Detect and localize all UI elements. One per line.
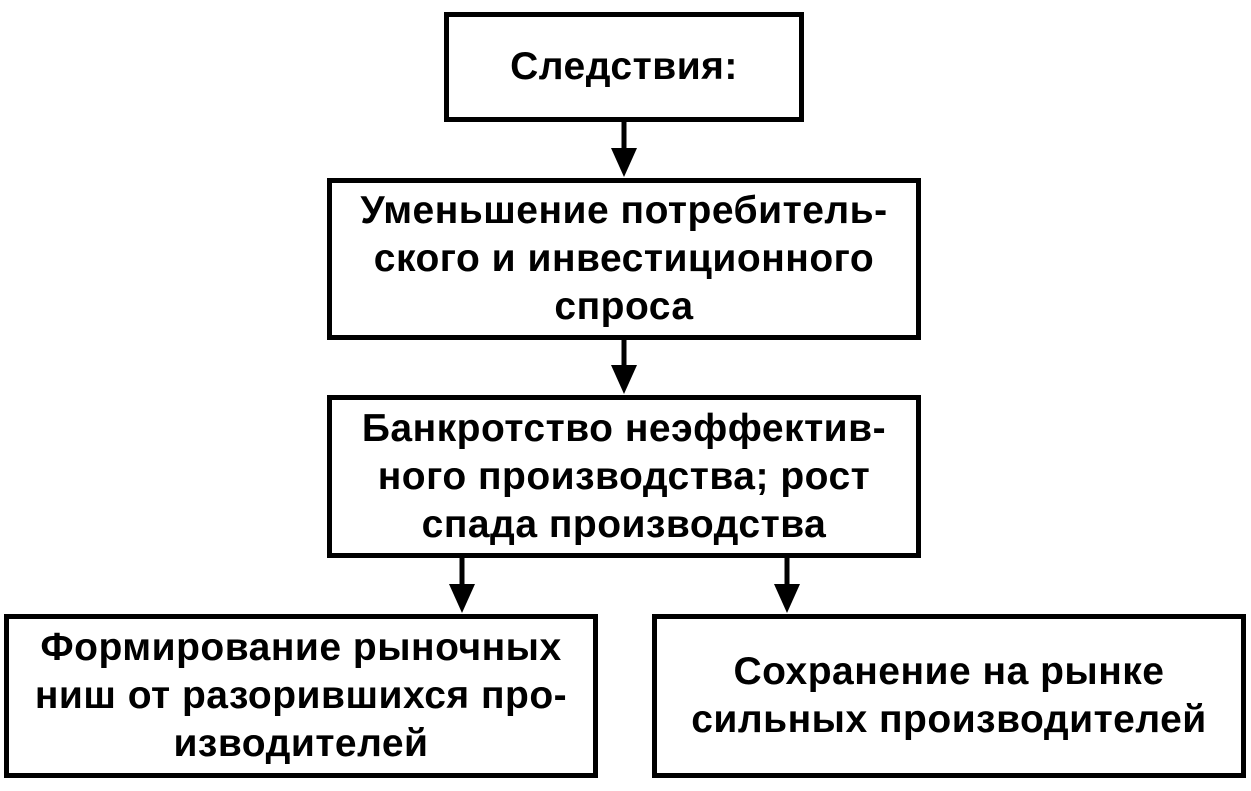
demand-reduction-line-3: спроса — [554, 285, 694, 328]
market-niches-line-3: изводителей — [173, 722, 429, 765]
bankruptcy-line-3: спада производства — [421, 502, 827, 546]
bankruptcy-line-1: Банкротство неэффектив- — [361, 406, 887, 450]
bankruptcy-box: Банкротство неэффектив- ного производств… — [327, 395, 921, 558]
strong-producers-box: Сохранение на рынке сильных производител… — [652, 614, 1246, 778]
bankruptcy-text: Банкротство неэффектив- ного производств… — [362, 405, 886, 549]
demand-reduction-text: Уменьшение потребитель- ского и инвестиц… — [360, 187, 887, 331]
arrow-bankruptcy-to-producers — [774, 558, 800, 613]
demand-reduction-box: Уменьшение потребитель- ского и инвестиц… — [327, 178, 921, 340]
strong-producers-text: Сохранение на рынке сильных производител… — [691, 648, 1207, 744]
consequences-title-text: Следствия: — [510, 45, 738, 88]
demand-reduction-line-2: ского и инвестиционного — [373, 237, 875, 280]
market-niches-box: Формирование рыночных ниш от разорившихс… — [4, 614, 598, 778]
arrow-demand-to-bankruptcy — [611, 340, 637, 394]
demand-reduction-line-1: Уменьшение потребитель- — [360, 189, 888, 232]
bankruptcy-line-2: ного производства; рост — [377, 454, 871, 498]
arrow-bankruptcy-to-niches — [449, 558, 475, 613]
market-niches-line-2: ниш от разорившихся про- — [34, 674, 568, 717]
strong-producers-line-2: сильных производителей — [691, 698, 1207, 741]
market-niches-text: Формирование рыночных ниш от разорившихс… — [35, 624, 567, 768]
consequences-title-box: Следствия: — [444, 12, 804, 122]
strong-producers-line-1: Сохранение на рынке — [733, 650, 1165, 693]
market-niches-line-1: Формирование рыночных — [40, 626, 562, 669]
arrow-title-to-demand — [611, 122, 637, 177]
